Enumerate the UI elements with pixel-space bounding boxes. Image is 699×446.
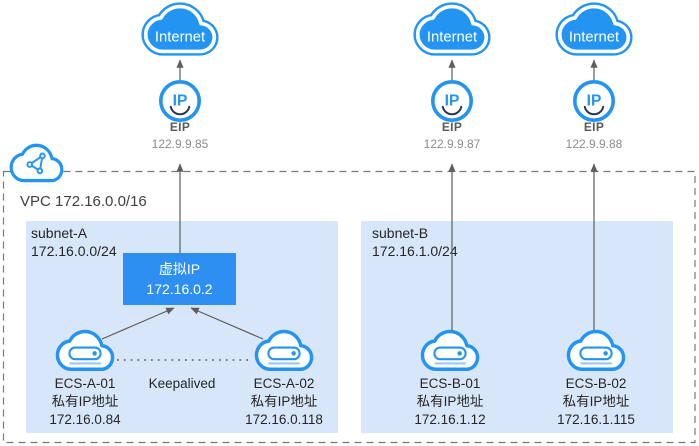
eip-address-1: 122.9.9.85 <box>151 137 209 151</box>
subnet-a-name: subnet-A <box>31 225 88 241</box>
virtual-ip-box: 虚拟IP 172.16.0.2 <box>123 253 236 305</box>
keepalived-label: Keepalived <box>148 376 216 391</box>
ecs-name: ECS-B-01 <box>419 376 481 391</box>
ecs-a-01-icon <box>55 329 115 372</box>
ecs-b-01-icon <box>420 329 480 372</box>
internet-cloud-label: Internet <box>427 29 477 45</box>
virtual-ip-title: 虚拟IP <box>158 261 201 277</box>
eip-icon-text: IP <box>445 93 460 110</box>
ecs-private-ip-label: 私有IP地址 <box>416 394 484 409</box>
ecs-name: ECS-B-02 <box>565 376 627 391</box>
ecs-private-ip: 172.16.1.12 <box>414 412 486 427</box>
eip-label-2: EIP <box>441 120 463 134</box>
subnet-b-label: subnet-B 172.16.1.0/24 <box>372 224 458 260</box>
internet-cloud-icon-2: Internet <box>413 2 491 56</box>
ecs-private-ip: 172.16.0.118 <box>245 412 323 427</box>
internet-cloud-icon-1: Internet <box>141 2 219 56</box>
internet-cloud-icon-3: Internet <box>555 2 633 56</box>
ecs-b-01-label: ECS-B-01 私有IP地址 172.16.1.12 <box>388 375 512 429</box>
ecs-private-ip: 172.16.1.115 <box>557 412 635 427</box>
vpc-cloud-icon <box>9 143 64 183</box>
eip-ip-icon-2: IP <box>430 79 474 123</box>
eip-label-1: EIP <box>169 120 191 134</box>
ecs-b-02-icon <box>566 329 626 372</box>
vpc-label: VPC 172.16.0.0/16 <box>20 193 147 210</box>
ecs-private-ip-label: 私有IP地址 <box>562 394 630 409</box>
eip-label-3: EIP <box>583 120 605 134</box>
eip-ip-icon-3: IP <box>572 79 616 123</box>
eip-icon-text: IP <box>173 93 188 110</box>
internet-cloud-label: Internet <box>569 29 619 45</box>
eip-icon-text: IP <box>587 93 602 110</box>
subnet-b-name: subnet-B <box>372 225 429 241</box>
ecs-private-ip-label: 私有IP地址 <box>51 394 119 409</box>
eip-ip-icon-1: IP <box>158 79 202 123</box>
ecs-private-ip: 172.16.0.84 <box>49 412 121 427</box>
ecs-private-ip-label: 私有IP地址 <box>250 394 318 409</box>
internet-cloud-label: Internet <box>155 29 205 45</box>
subnet-b-cidr: 172.16.1.0/24 <box>372 243 458 259</box>
virtual-ip-address: 172.16.0.2 <box>146 281 213 297</box>
eip-address-2: 122.9.9.87 <box>423 137 481 151</box>
eip-address-3: 122.9.9.88 <box>565 137 623 151</box>
ecs-b-02-label: ECS-B-02 私有IP地址 172.16.1.115 <box>534 375 658 429</box>
subnet-a-label: subnet-A 172.16.0.0/24 <box>31 224 117 260</box>
subnet-a-cidr: 172.16.0.0/24 <box>31 243 117 259</box>
ecs-a-02-icon <box>254 329 314 372</box>
